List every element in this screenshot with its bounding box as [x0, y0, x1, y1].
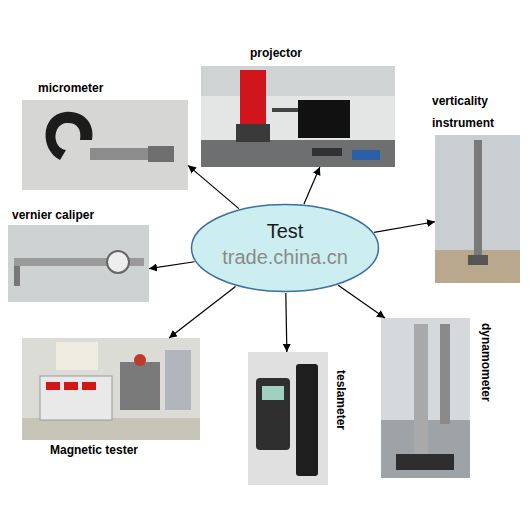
arrow-connector — [286, 293, 287, 352]
watermark: trade.china.cn — [222, 246, 348, 269]
instrument-label: micrometer — [38, 81, 103, 96]
ellipse-shape — [192, 205, 379, 292]
instrument-photo-box: dynamometer — [381, 318, 470, 478]
arrow-connector — [374, 222, 435, 233]
instrument-label: dynamometer — [478, 323, 493, 402]
verticality-photo — [435, 135, 520, 283]
instrument-label: verticality instrument — [432, 90, 512, 134]
arrow-connector — [149, 262, 195, 269]
arrow-connector — [188, 165, 239, 208]
instrument-photo-box: Magnetic tester — [22, 338, 200, 440]
instrument-photo-box: micrometer — [22, 100, 188, 190]
instrument-photo-box: verticality instrument — [435, 135, 520, 283]
instrument-label: Magnetic tester — [50, 443, 138, 458]
micrometer-photo — [22, 100, 188, 190]
instrument-label: vernier caliper — [12, 208, 94, 223]
center-title: Test — [190, 220, 380, 243]
arrow-connector — [169, 286, 235, 338]
instrument-photo-box: vernier caliper — [8, 225, 149, 302]
projector-photo — [201, 66, 395, 167]
teslameter-photo — [248, 352, 328, 485]
vernier-caliper-photo — [8, 225, 149, 302]
instrument-photo-box: projector — [201, 66, 395, 167]
dynamometer-photo — [381, 318, 470, 478]
instrument-photo-box: teslameter — [248, 352, 328, 485]
arrow-connector — [304, 167, 320, 204]
instrument-label: teslameter — [333, 370, 348, 430]
instrument-label: projector — [250, 46, 302, 61]
magnetic-tester-photo — [22, 338, 200, 440]
arrow-connector — [338, 285, 385, 318]
